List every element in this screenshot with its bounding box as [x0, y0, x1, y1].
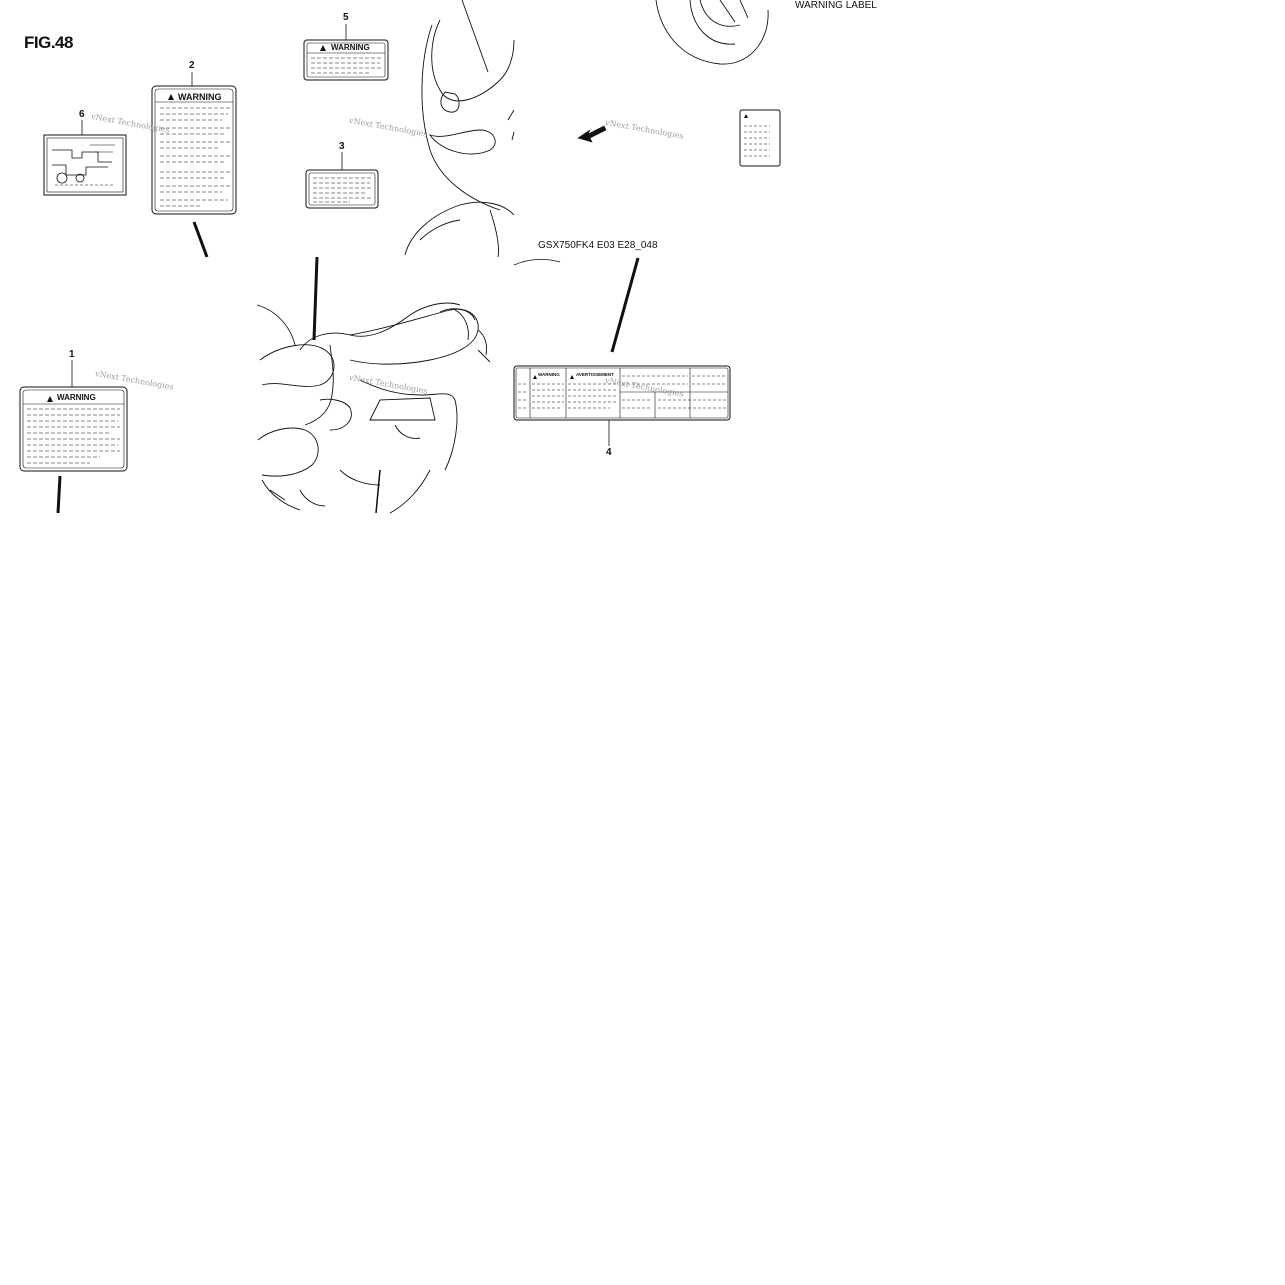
- label-4-avertissement-heading: AVERTISSEMENT: [576, 372, 614, 377]
- callout-1[interactable]: 1: [69, 349, 75, 360]
- label-4-illustration: [513, 365, 731, 421]
- label-2-illustration: [151, 85, 237, 215]
- drawing-code: GSX750FK4 E03 E28_048: [538, 240, 658, 251]
- label-5-heading: WARNING: [331, 43, 370, 52]
- label-3-illustration: [305, 169, 379, 209]
- callout-6[interactable]: 6: [79, 109, 85, 120]
- label-1-heading: WARNING: [57, 393, 96, 402]
- fairing-outline: [404, 0, 515, 258]
- label-4-warning-heading: WARNING: [538, 372, 560, 377]
- callout-5[interactable]: 5: [343, 12, 349, 23]
- label-1-illustration: [19, 386, 128, 472]
- direction-arrow: [577, 125, 607, 143]
- figure-title: FIG.48: [24, 33, 73, 52]
- callout-4[interactable]: 4: [606, 447, 612, 458]
- section-title: WARNING LABEL: [795, 0, 877, 11]
- label-fragment-right: [739, 109, 781, 167]
- callout-3[interactable]: 3: [339, 141, 345, 152]
- label-6-illustration: [43, 134, 127, 196]
- seat-tank-outline: [256, 256, 491, 514]
- label-2-heading: WARNING: [178, 92, 222, 102]
- tire-fragment: [655, 0, 769, 65]
- callout-2[interactable]: 2: [189, 60, 195, 71]
